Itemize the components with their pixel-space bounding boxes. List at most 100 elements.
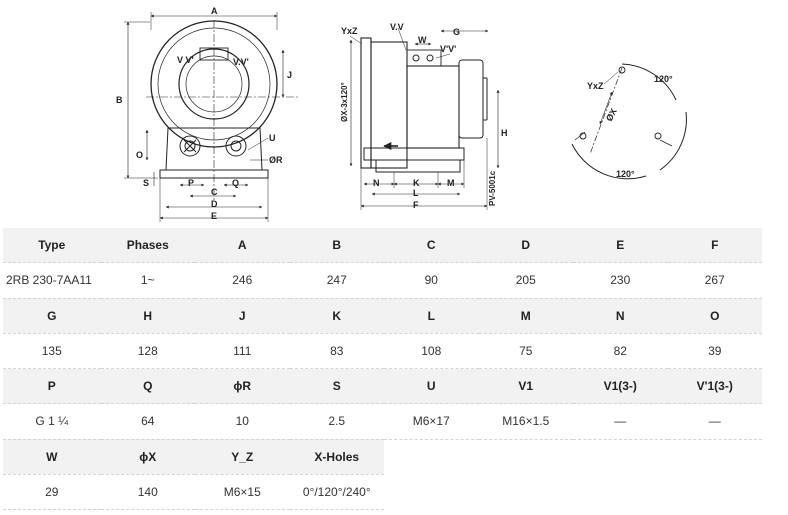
dim-label-a: A <box>211 6 218 16</box>
dim-label-s: S <box>143 178 149 188</box>
table-cell: 90 <box>384 262 479 299</box>
table-header-cell: ϕR <box>195 368 290 404</box>
dim-label-u: U <box>269 133 276 143</box>
table-header-cell: C <box>384 228 479 263</box>
dim-label-k: K <box>413 178 420 188</box>
dim-label-flange-x: ØX <box>604 107 619 123</box>
dim-label-m: M <box>447 178 455 188</box>
table-cell: 108 <box>384 333 479 369</box>
table-cell: 205 <box>478 262 573 299</box>
dim-label-r: ØR <box>269 155 283 165</box>
angle-label-bottom: 120° <box>616 169 635 179</box>
table-header-cell: V1 <box>478 368 573 404</box>
table-empty-cell <box>478 439 573 474</box>
table-header-cell: S <box>289 368 384 404</box>
dim-label-vp-vp: V'V' <box>440 44 456 54</box>
table-cell: 64 <box>100 403 195 440</box>
table-header-cell: ϕX <box>100 439 195 475</box>
table-cell: 82 <box>573 333 668 369</box>
dim-label-yxz: YxZ <box>341 26 358 36</box>
table-header-cell: Phases <box>100 228 195 263</box>
table-cell: — <box>667 403 762 440</box>
dim-label-j: J <box>287 70 292 80</box>
table-header-cell: W <box>3 439 101 475</box>
table-header-cell: N <box>573 298 668 334</box>
dim-label-h: H <box>501 128 508 138</box>
table-header-cell: V1(3-) <box>573 368 668 404</box>
table-header-cell: V'1(3-) <box>667 368 762 404</box>
table-cell: 246 <box>195 262 290 299</box>
table-cell: 2.5 <box>289 403 384 440</box>
dim-label-f: F <box>413 200 419 210</box>
table-header-cell: B <box>289 228 384 263</box>
table-cell: 75 <box>478 333 573 369</box>
table-cell: 247 <box>289 262 384 299</box>
dim-label-d: D <box>211 199 218 209</box>
dim-label-vv: V V' <box>177 55 194 65</box>
table-cell: — <box>573 403 668 440</box>
front-view <box>124 12 300 222</box>
table-cell: 111 <box>195 333 290 369</box>
dim-label-v-v: V.V <box>390 22 404 32</box>
table-cell: M16×1.5 <box>478 403 573 440</box>
table-empty-cell <box>667 439 762 474</box>
side-view <box>349 27 500 210</box>
dim-label-p: P <box>188 178 194 188</box>
table-cell: M6×17 <box>384 403 479 440</box>
table-header-cell: E <box>573 228 668 263</box>
table-cell: 1~ <box>100 262 195 299</box>
dim-label-w: W <box>418 35 427 45</box>
table-empty-cell <box>667 474 762 510</box>
table-header-cell: P <box>3 368 101 404</box>
table-cell: 0°/120°/240° <box>289 474 384 510</box>
dim-label-e: E <box>211 211 217 221</box>
table-header-cell: F <box>667 228 762 263</box>
table-header-cell: O <box>667 298 762 334</box>
table-cell: 135 <box>3 333 101 369</box>
table-header-cell: Y_Z <box>195 439 290 475</box>
table-cell: 230 <box>573 262 668 299</box>
dim-label-x-holes: ØX-3x120° <box>340 82 349 122</box>
dimension-drawing: A B J O S P Q C D E U ØR V V' V.V' <box>0 0 788 228</box>
table-cell: 128 <box>100 333 195 369</box>
dim-label-n: N <box>373 178 380 188</box>
table-header-cell: M <box>478 298 573 334</box>
dim-label-flange-yxz: YxZ <box>587 81 604 91</box>
dim-label-g: G <box>453 27 460 37</box>
table-empty-cell <box>573 474 668 510</box>
table-header-cell: G <box>3 298 101 334</box>
table-cell: G 1 ¼ <box>3 403 101 440</box>
table-empty-cell <box>573 439 668 474</box>
table-empty-cell <box>384 439 479 474</box>
dim-label-c: C <box>211 187 218 197</box>
table-header-cell: Type <box>3 228 101 263</box>
table-header-cell: L <box>384 298 479 334</box>
dim-label-o: O <box>136 150 143 160</box>
table-cell: 267 <box>667 262 762 299</box>
model-label: PV-5001c <box>488 170 497 206</box>
angle-label-top: 120° <box>654 74 673 84</box>
table-header-cell: Q <box>100 368 195 404</box>
flange-view <box>571 63 687 180</box>
table-cell: 140 <box>100 474 195 510</box>
front-view-labels: A B J O S P Q C D E U ØR V V' V.V' <box>116 6 292 221</box>
table-header-cell: D <box>478 228 573 263</box>
table-cell: 10 <box>195 403 290 440</box>
dim-label-q: Q <box>232 178 239 188</box>
table-cell: M6×15 <box>195 474 290 510</box>
table-cell: 29 <box>3 474 101 510</box>
table-header-cell: A <box>195 228 290 263</box>
table-empty-cell <box>478 474 573 510</box>
table-header-cell: H <box>100 298 195 334</box>
table-empty-cell <box>384 474 479 510</box>
